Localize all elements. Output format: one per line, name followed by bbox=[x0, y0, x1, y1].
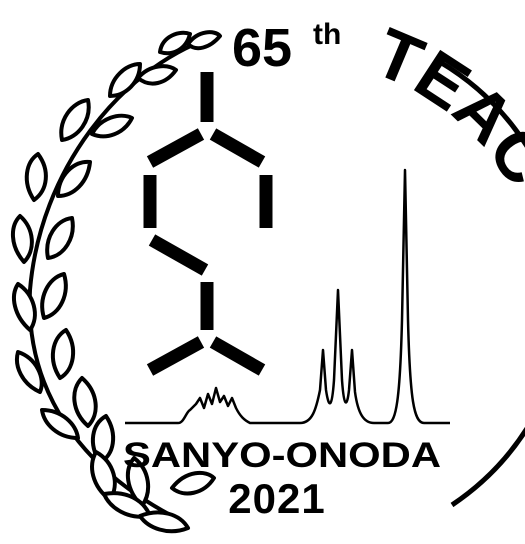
wreath-leaf bbox=[102, 491, 152, 519]
ordinal-suffix: th bbox=[313, 18, 341, 51]
laurel-wreath-icon bbox=[11, 30, 222, 534]
wreath-leaf bbox=[90, 414, 116, 464]
wreath-leaf bbox=[12, 282, 37, 332]
wreath-leaf bbox=[90, 113, 134, 139]
wreath-leaf bbox=[72, 376, 98, 428]
wreath-leaf bbox=[50, 328, 76, 380]
wreath-leaf bbox=[24, 152, 48, 202]
acronym-text: TEAC bbox=[364, 13, 525, 199]
spectrum-peaks-icon bbox=[125, 168, 450, 425]
wreath-leaf bbox=[125, 456, 151, 508]
wreath-leaf bbox=[40, 272, 68, 320]
city-name: SANYO-ONODA bbox=[123, 436, 441, 475]
wreath-leaf bbox=[40, 408, 80, 440]
wreath-leaf bbox=[108, 62, 142, 98]
wreath-leaf bbox=[170, 470, 216, 496]
wreath-leaf bbox=[45, 216, 75, 260]
wreath-leaf bbox=[186, 30, 222, 51]
year-text: 2021 bbox=[228, 475, 325, 522]
wreath-leaf bbox=[15, 350, 44, 394]
molecule-structure-icon bbox=[143, 72, 273, 376]
ordinal-number: 65 bbox=[232, 18, 292, 78]
circle-outline bbox=[438, 59, 525, 508]
wreath-leaf bbox=[138, 510, 190, 534]
wreath-leaf bbox=[56, 159, 92, 198]
wreath-leaf bbox=[158, 30, 192, 56]
wreath-leaf bbox=[11, 214, 34, 264]
wreath-leaf bbox=[136, 64, 178, 86]
wreath-leaf bbox=[59, 98, 91, 142]
wreath-leaf bbox=[90, 450, 117, 502]
